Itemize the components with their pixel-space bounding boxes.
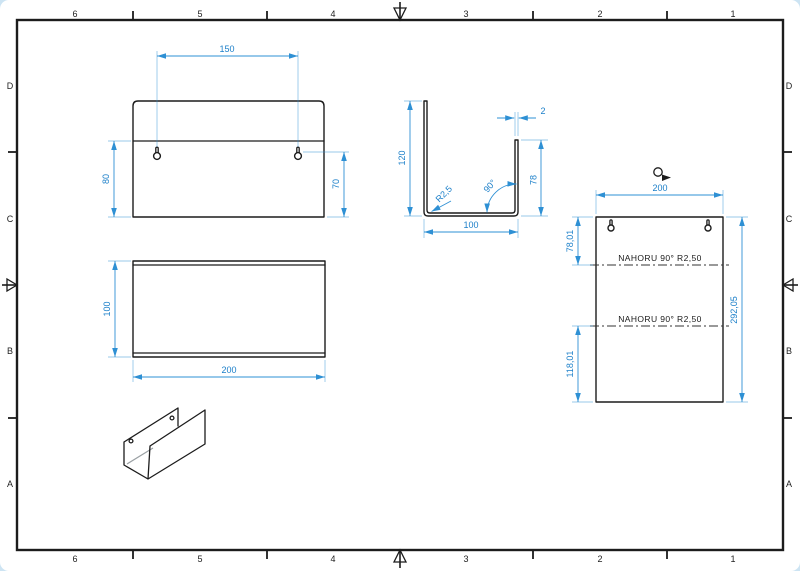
dim-label: 292,05 [729, 296, 739, 324]
iso-hole [128, 438, 134, 444]
zone-col-label: 2 [597, 554, 602, 564]
iso-bend-tangent-line [126, 447, 154, 465]
dim-slot-height: 70 [303, 151, 349, 218]
dim-flat-top-segment: 78,01 [565, 216, 593, 266]
dim-flat-total-length: 292,05 [726, 216, 748, 403]
dim-flange: 78 [521, 139, 548, 217]
radius-label: R2,5 [434, 184, 455, 205]
zone-labels-top: 6 5 4 3 2 1 [72, 9, 735, 19]
zone-row-label: B [7, 346, 13, 356]
zone-col-label: 3 [463, 554, 468, 564]
dim-flat-width: 200 [595, 183, 724, 214]
dim-label: 150 [219, 44, 234, 54]
zone-col-label: 6 [72, 554, 77, 564]
keyhole-slot [293, 146, 303, 161]
zone-col-label: 2 [597, 9, 602, 19]
centering-mark-left [2, 277, 19, 293]
isometric-view [123, 407, 206, 480]
iso-outline [123, 407, 206, 480]
dim-height-left: 80 [101, 140, 131, 218]
dim-label: 78,01 [565, 230, 575, 253]
dim-thickness: 2 [497, 106, 546, 136]
centering-mark-bottom [392, 548, 408, 568]
zone-row-label: C [786, 214, 793, 224]
zone-col-label: 5 [197, 9, 202, 19]
zone-row-label: D [786, 81, 793, 91]
zone-row-label: A [786, 479, 792, 489]
plan-view: 100 200 [102, 260, 326, 382]
zone-labels-bottom: 6 5 4 3 2 1 [72, 554, 735, 564]
iso-hole [169, 415, 175, 421]
zone-row-label: A [7, 479, 13, 489]
flat-pattern-view: NAHORU 90° R2,50 NAHORU 90° R2,50 200 78… [565, 167, 748, 403]
angle-callout: 90° [481, 177, 517, 213]
front-view-outline [132, 100, 325, 218]
zone-row-label: C [7, 214, 14, 224]
dim-depth: 100 [102, 260, 131, 358]
bend-note: NAHORU 90° R2,50 [618, 253, 702, 263]
dim-flat-bottom-segment: 118,01 [565, 325, 593, 403]
flat-pattern-outline [595, 216, 724, 403]
radius-callout: R2,5 [431, 184, 455, 212]
zone-col-label: 1 [730, 9, 735, 19]
dim-label: 100 [463, 220, 478, 230]
dim-label: 200 [221, 365, 236, 375]
dim-label: 78 [529, 175, 539, 185]
keyhole-slot [607, 219, 615, 232]
dim-label: 118,01 [565, 351, 575, 378]
zone-col-label: 4 [330, 9, 335, 19]
dim-height: 120 [397, 100, 422, 217]
bend-note: NAHORU 90° R2,50 [618, 314, 702, 324]
keyhole-slot [704, 219, 712, 232]
dim-label: 100 [102, 301, 112, 316]
zone-labels-left: D C B A [7, 81, 14, 489]
rotation-icon [653, 167, 671, 181]
dim-label: 200 [652, 183, 667, 193]
dim-label: 80 [101, 174, 111, 184]
dim-label: 120 [397, 150, 407, 165]
centering-mark-right [781, 277, 798, 293]
zone-col-label: 4 [330, 554, 335, 564]
section-profile [423, 100, 519, 217]
dim-label: 2 [540, 106, 545, 116]
zone-col-label: 3 [463, 9, 468, 19]
zone-col-label: 5 [197, 554, 202, 564]
dim-label: 70 [331, 179, 341, 189]
dim-width: 100 [423, 219, 519, 238]
zone-col-label: 1 [730, 554, 735, 564]
section-view: 120 100 2 78 R2,5 [397, 100, 548, 238]
plan-outline [132, 260, 326, 358]
zone-row-label: B [786, 346, 792, 356]
zone-labels-right: D C B A [786, 81, 793, 489]
front-view: 150 80 70 [101, 44, 349, 218]
zone-row-label: D [7, 81, 14, 91]
dim-length: 200 [132, 360, 326, 382]
zone-col-label: 6 [72, 9, 77, 19]
dim-slot-spacing: 150 [156, 44, 299, 147]
zone-ticks [8, 11, 792, 559]
centering-mark-top [392, 2, 408, 22]
keyhole-slot [152, 146, 162, 161]
